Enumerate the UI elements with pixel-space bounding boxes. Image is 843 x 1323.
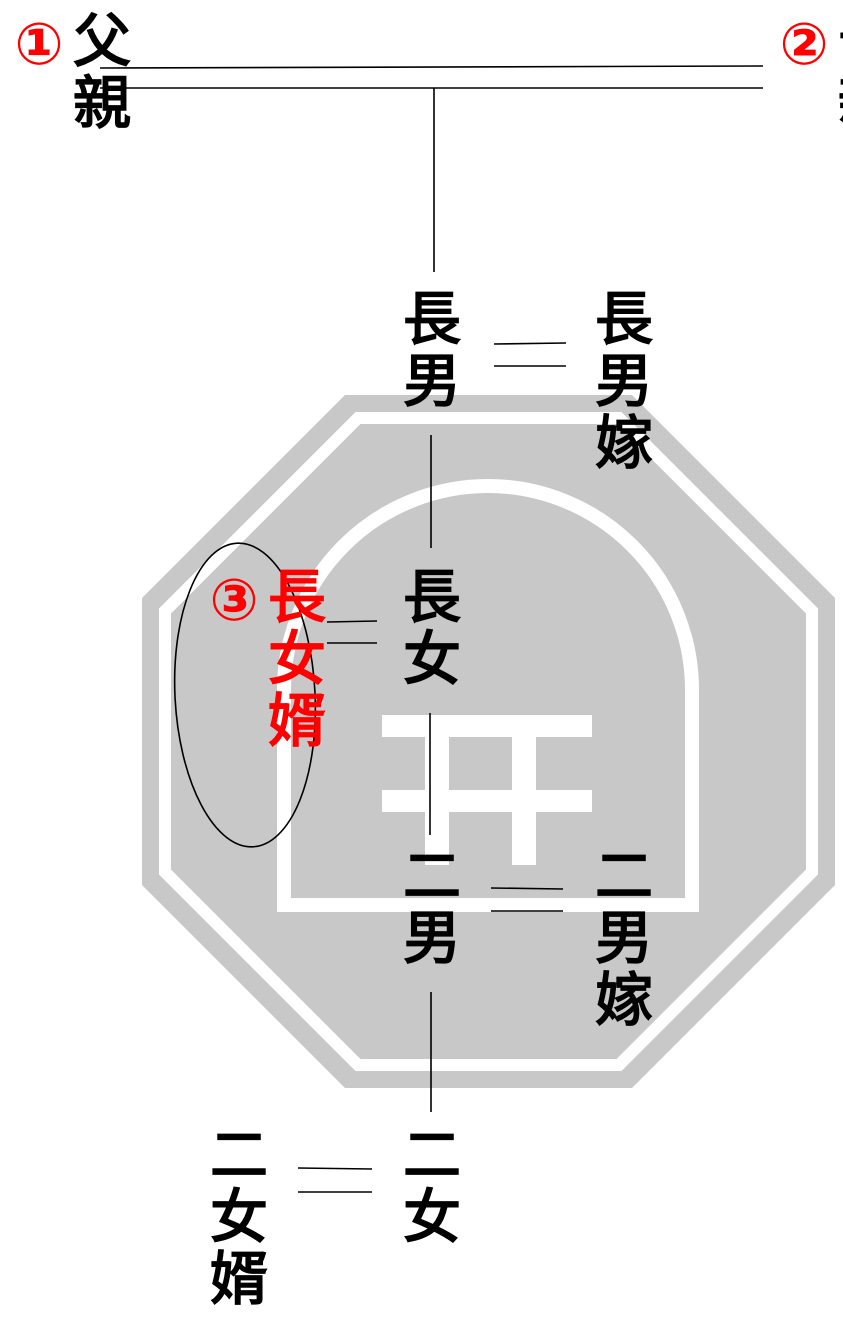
eldest-son-node: 長男 (393, 288, 461, 412)
eldest-son-marriage-line-top (493, 342, 567, 345)
eldest-daughter-husband-node: 長女婿 ③ (200, 566, 326, 752)
eldest-daughter-node: 長女 (393, 566, 461, 690)
father-number: ① (5, 10, 73, 82)
second-daughter-marriage-line-top (297, 1167, 373, 1170)
eldest-daughter-husband-number: ③ (200, 566, 268, 638)
second-daughter-node: 二女 (393, 1124, 461, 1248)
eldest-daughter-marriage-line-top (326, 620, 378, 623)
second-son-marriage-line-top (490, 887, 564, 890)
mother-label: 母親 (828, 10, 843, 134)
second-son-label: 二男 (393, 845, 461, 969)
highlight-ellipse (173, 542, 317, 848)
parents-marriage-line-top (99, 65, 764, 69)
eldest-daughter-husband-label: 長女婿 (258, 566, 326, 752)
father-label: 父親 (63, 10, 131, 134)
second-son-wife-label: 二男嫁 (585, 845, 653, 1031)
eldest-son-wife-label: 長男嫁 (585, 288, 653, 474)
second-daughter-husband-label: 二女婿 (200, 1124, 268, 1310)
eldest-son-label: 長男 (393, 288, 461, 412)
eldest-daughter-label: 長女 (393, 566, 461, 690)
second-son-wife-node: 二男嫁 (585, 845, 653, 1031)
second-daughter-husband-node: 二女婿 (200, 1124, 268, 1310)
watermark-emblem-icon (142, 395, 835, 1088)
father-node: 父親 ① (5, 10, 131, 134)
mother-number: ② (770, 10, 838, 82)
second-daughter-label: 二女 (393, 1124, 461, 1248)
mother-node: 母親 ② (770, 10, 843, 134)
eldest-son-wife-node: 長男嫁 (585, 288, 653, 474)
second-son-node: 二男 (393, 845, 461, 969)
